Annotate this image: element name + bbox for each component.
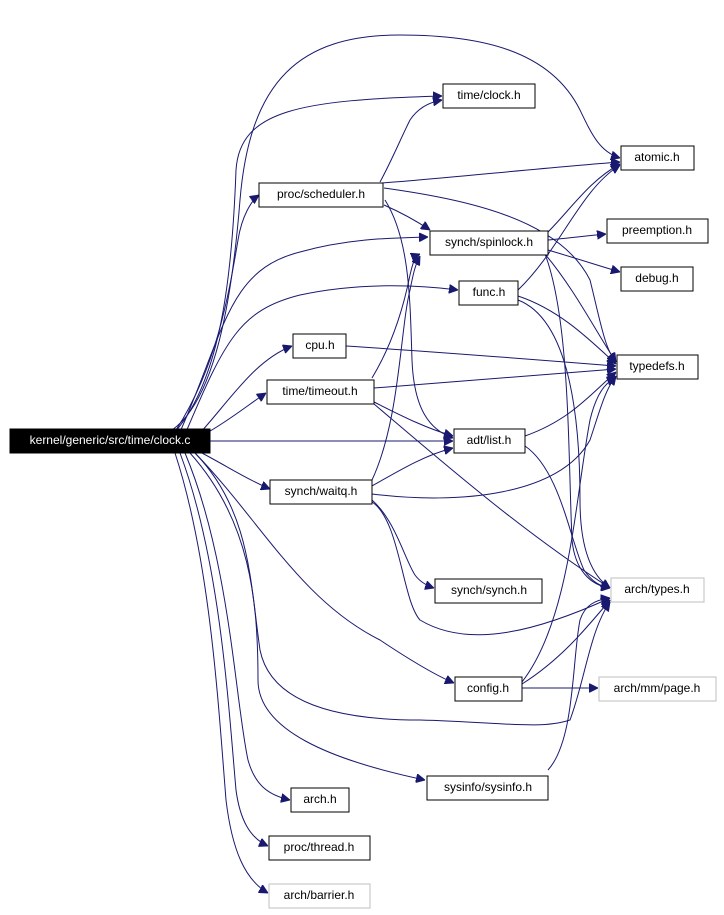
edge-config-to-arch-types: [521, 600, 610, 685]
node-preemption-label: preemption.h: [622, 223, 692, 237]
edge-scheduler-to-time-clock: [379, 100, 442, 183]
node-sysinfo-label: sysinfo/sysinfo.h: [444, 780, 532, 794]
node-proc-thread-label: proc/thread.h: [284, 840, 355, 854]
node-root-file[interactable]: kernel/generic/src/time/clock.c: [9, 428, 211, 454]
edge-root-to-atomic: [171, 34, 620, 431]
edge-spinlock-to-debug: [547, 249, 620, 272]
edge-waitq-to-typedefs: [371, 376, 616, 499]
edge-func-to-arch-types: [517, 299, 610, 588]
edge-spinlock-to-arch-types: [544, 253, 610, 588]
node-proc-thread[interactable]: proc/thread.h: [268, 835, 371, 861]
node-func[interactable]: func.h: [458, 280, 519, 306]
edge-scheduler-to-typedefs: [383, 187, 616, 362]
edge-root-to-time-clock: [174, 96, 442, 433]
edge-config-to-typedefs: [521, 378, 616, 683]
node-synch-waitq-label: synch/waitq.h: [285, 484, 358, 498]
edge-timeout-to-synch-spinlock: [371, 254, 420, 379]
edge-root-to-arch-types: [194, 452, 610, 726]
node-typedefs[interactable]: typedefs.h: [616, 354, 699, 380]
edge-list-to-arch-types: [524, 445, 610, 588]
node-atomic[interactable]: atomic.h: [620, 145, 695, 171]
node-preemption[interactable]: preemption.h: [606, 218, 709, 244]
node-arch[interactable]: arch.h: [290, 787, 350, 813]
node-typedefs-label: typedefs.h: [629, 359, 684, 373]
edge-root-to-func: [185, 286, 458, 433]
node-arch-barrier[interactable]: arch/barrier.h: [268, 883, 371, 909]
node-adt-list[interactable]: adt/list.h: [453, 428, 526, 454]
edge-root-to-synch-waitq: [199, 451, 270, 489]
node-time-timeout[interactable]: time/timeout.h: [266, 379, 375, 405]
node-synch-synch[interactable]: synch/synch.h: [434, 578, 543, 604]
edge-root-to-time-timeout: [204, 393, 266, 435]
node-arch-barrier-label: arch/barrier.h: [284, 888, 355, 902]
node-sysinfo[interactable]: sysinfo/sysinfo.h: [426, 775, 549, 801]
edge-sysinfo-to-arch-types: [547, 598, 610, 771]
edge-root-to-sysinfo: [189, 452, 425, 780]
edge-root-to-synch-spinlock: [179, 237, 428, 433]
node-cpu-label: cpu.h: [305, 338, 334, 352]
edge-root-to-config: [194, 452, 454, 683]
edge-func-to-atomic: [517, 165, 620, 291]
node-synch-spinlock-label: synch/spinlock.h: [445, 235, 533, 249]
edge-waitq-to-adt-list: [371, 448, 453, 487]
edge-waitq-to-spinlock: [371, 256, 420, 481]
node-cpu[interactable]: cpu.h: [292, 333, 347, 359]
edge-waitq-to-synch-synch: [371, 499, 434, 588]
node-proc-scheduler-label: proc/scheduler.h: [277, 187, 365, 201]
node-adt-list-label: adt/list.h: [467, 433, 512, 447]
node-time-timeout-label: time/timeout.h: [282, 384, 357, 398]
node-synch-spinlock[interactable]: synch/spinlock.h: [429, 230, 549, 256]
node-synch-waitq[interactable]: synch/waitq.h: [269, 479, 373, 505]
node-debug-label: debug.h: [635, 271, 678, 285]
node-synch-synch-label: synch/synch.h: [451, 583, 527, 597]
node-arch-label: arch.h: [303, 792, 336, 806]
edge-root-to-cpu: [199, 346, 292, 434]
edge-spinlock-to-typedefs: [544, 253, 616, 362]
node-config-label: config.h: [467, 681, 509, 695]
node-func-label: func.h: [473, 285, 506, 299]
node-atomic-label: atomic.h: [634, 150, 679, 164]
edge-cpu-to-typedefs: [345, 345, 616, 366]
edge-root-to-proc-thread: [179, 452, 268, 846]
node-arch-types-label: arch/types.h: [624, 582, 689, 596]
edge-func-to-typedefs: [517, 295, 616, 364]
node-time-clock[interactable]: time/clock.h: [442, 83, 536, 109]
edge-scheduler-to-atomic: [381, 162, 620, 184]
node-debug[interactable]: debug.h: [620, 266, 694, 292]
edge-root-to-arch: [184, 452, 290, 800]
node-arch-mm-page[interactable]: arch/mm/page.h: [598, 676, 717, 702]
node-time-clock-label: time/clock.h: [457, 88, 520, 102]
edge-timeout-to-adt-list: [373, 401, 453, 436]
node-proc-scheduler[interactable]: proc/scheduler.h: [258, 182, 384, 208]
node-root-file-label: kernel/generic/src/time/clock.c: [30, 433, 191, 447]
edge-scheduler-to-adt-list: [384, 199, 453, 438]
node-arch-types[interactable]: arch/types.h: [610, 577, 705, 603]
edge-root-to-arch-barrier: [174, 452, 268, 893]
edge-spinlock-to-preemption: [547, 234, 606, 241]
node-arch-mm-page-label: arch/mm/page.h: [614, 681, 701, 695]
edge-root-to-proc-scheduler: [175, 195, 259, 431]
edges: [171, 34, 620, 893]
node-config[interactable]: config.h: [454, 676, 523, 702]
nodes: kernel/generic/src/time/clock.c time/clo…: [9, 83, 717, 909]
edge-scheduler-to-synch-spinlock: [383, 204, 430, 230]
edge-timeout-to-typedefs: [373, 369, 616, 389]
